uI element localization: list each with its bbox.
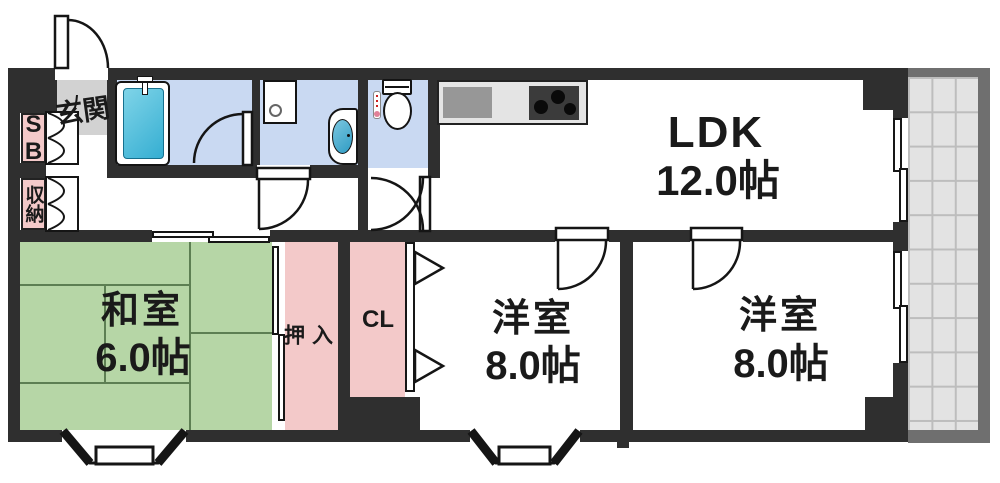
sliding-door-panel xyxy=(208,236,270,243)
wall-entrance-bath xyxy=(107,80,117,168)
wall-right-2 xyxy=(893,222,908,251)
wall-hall-rooms-1 xyxy=(20,230,152,242)
entrance-door-arc xyxy=(67,18,110,69)
label-west1-name: 洋室 xyxy=(491,298,575,340)
wall-bath-washroom xyxy=(252,80,260,168)
wall-hall-rooms-2 xyxy=(270,230,557,242)
wall-oshiire-cl xyxy=(338,242,350,430)
label-washitsu-size: 6.0帖 xyxy=(95,336,191,380)
opening-west2-door xyxy=(690,230,743,242)
west2-window-pane xyxy=(893,251,902,309)
toilet-control-dot xyxy=(376,95,378,97)
wall-bottom-2 xyxy=(186,430,470,442)
label-shoe-box: SB xyxy=(20,111,47,165)
west1-door-arc xyxy=(557,240,608,291)
faucet-icon xyxy=(137,76,153,82)
wall-chunk-top-right xyxy=(863,80,893,110)
wall-hall-rooms-3 xyxy=(607,230,693,242)
wall-sb-storage-gap xyxy=(20,163,46,178)
balcony-border-right xyxy=(978,68,990,443)
toilet-control-dot xyxy=(376,105,378,107)
label-west1-size: 8.0帖 xyxy=(485,344,581,388)
sliding-door-panel xyxy=(152,231,214,238)
wall-chunk-entrance-left xyxy=(20,68,57,113)
west2-window-pane xyxy=(899,305,908,363)
label-ldk-size: 12.0帖 xyxy=(656,157,780,204)
opening-bay2 xyxy=(470,430,580,442)
storage-doors xyxy=(45,176,79,232)
wall-west1-west2 xyxy=(620,242,633,430)
wall-left xyxy=(8,68,20,442)
cl-door-track xyxy=(405,242,415,392)
cl-door-triangle xyxy=(413,347,446,385)
opening-west1-door xyxy=(555,230,609,242)
washbasin-faucet-dot xyxy=(347,134,350,137)
stove-burner-icon xyxy=(564,103,576,115)
label-washitsu-name: 和室 xyxy=(100,290,184,332)
balcony-border-bottom xyxy=(908,430,990,443)
balcony-border-top xyxy=(908,68,990,77)
wall-stub-bottom xyxy=(617,442,629,448)
fusuma-panel xyxy=(272,246,279,335)
opening-washroom-door xyxy=(257,165,310,178)
washing-machine-pan xyxy=(263,80,297,124)
toilet-control-dot xyxy=(376,100,378,102)
label-west2-size: 8.0帖 xyxy=(733,342,829,386)
label-cl: CL xyxy=(362,306,394,333)
wall-hall-rooms-4 xyxy=(741,230,893,242)
closet-oshiire-fill xyxy=(285,242,338,430)
wall-right-1 xyxy=(893,68,908,118)
wall-washroom-toilet xyxy=(358,80,368,232)
west2-door-arc xyxy=(692,240,742,291)
stove-burner-icon xyxy=(551,90,565,104)
balcony xyxy=(908,77,978,430)
label-oshiire: 押入 xyxy=(284,324,340,348)
ldk-window-pane xyxy=(899,168,908,222)
wall-chunk-bottom-right xyxy=(865,397,893,430)
wall-under-washroom xyxy=(310,165,368,178)
wall-chunk-under-cl xyxy=(350,397,420,430)
fusuma-panel xyxy=(278,334,285,421)
kitchen-sink xyxy=(443,87,492,118)
label-west2-name: 洋室 xyxy=(738,295,822,337)
storage-door-arcs xyxy=(47,177,65,231)
cl-door-triangle xyxy=(413,249,446,287)
label-ldk-name: LDK xyxy=(667,108,765,157)
room-japanese-tatami xyxy=(20,242,272,430)
toilet-control-button xyxy=(374,111,380,117)
opening-entrance-door xyxy=(55,68,108,80)
wall-bottom-3 xyxy=(580,430,908,442)
toilet-bowl xyxy=(383,92,412,130)
stove-burner-icon xyxy=(534,100,548,114)
wall-top xyxy=(8,68,908,80)
ldk-window-pane xyxy=(893,118,902,172)
faucet-icon xyxy=(142,82,148,95)
opening-bay1 xyxy=(62,430,186,442)
bathtub-water xyxy=(123,88,164,159)
wall-bottom-1 xyxy=(8,430,62,442)
opening-hall-ldk xyxy=(428,178,440,230)
label-storage: 収納 xyxy=(22,185,44,223)
washer-drain-icon xyxy=(269,104,282,117)
washroom-door-arc xyxy=(258,179,310,231)
washbasin-bowl xyxy=(332,119,353,154)
toilet-door-vestibule xyxy=(368,168,428,230)
toilet-tank-line xyxy=(385,86,409,88)
entrance-door-leaf xyxy=(53,14,70,70)
wall-under-bath xyxy=(107,165,258,178)
closet-cl-fill xyxy=(350,242,405,397)
wall-right-3 xyxy=(893,363,908,442)
